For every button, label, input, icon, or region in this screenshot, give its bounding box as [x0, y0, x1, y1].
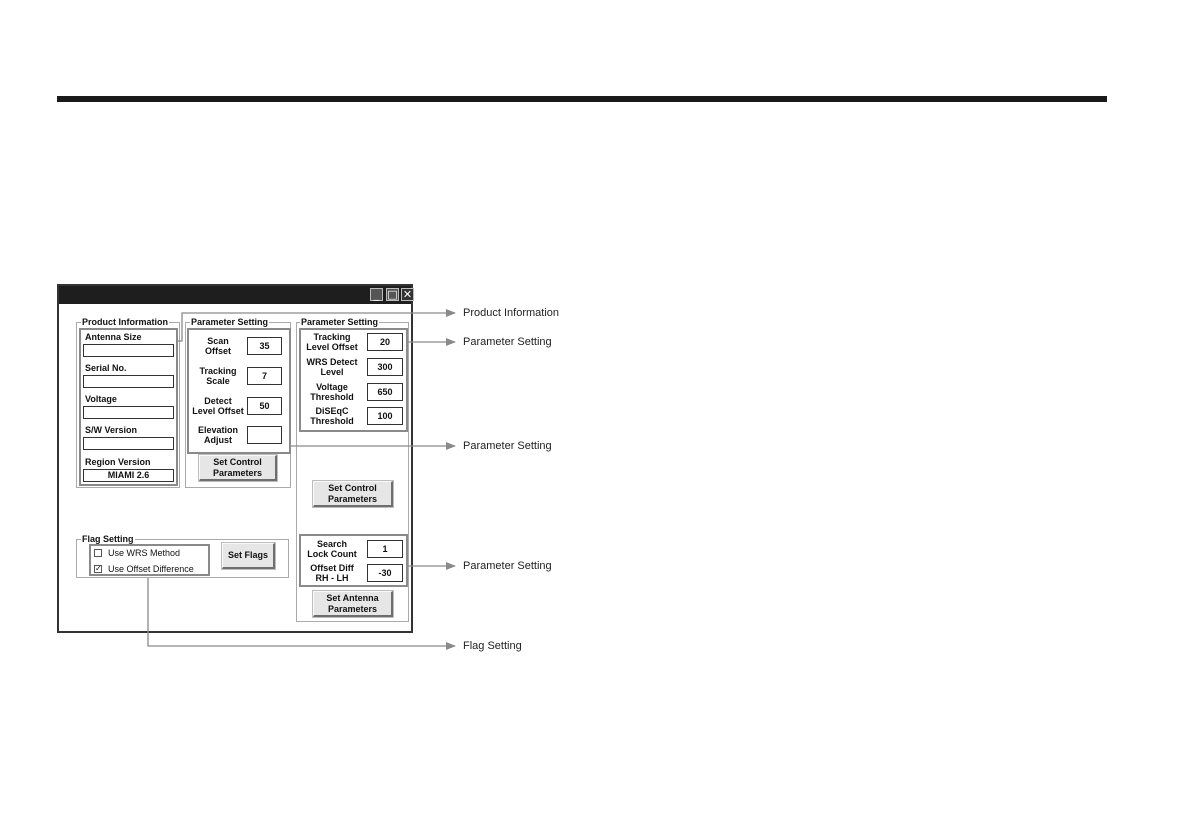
serial-no-label: Serial No.	[85, 363, 127, 373]
callout-product-information: Product Information	[463, 307, 559, 319]
flag-setting-group	[76, 539, 289, 578]
flag-options-highlight	[89, 544, 210, 576]
use-offset-label: Use Offset Difference	[108, 564, 194, 574]
use-wrs-checkbox[interactable]	[94, 549, 102, 557]
voltage-label: Voltage	[85, 394, 117, 404]
param-setting-left-title: Parameter Setting	[190, 317, 270, 327]
scan-offset-field[interactable]: 35	[247, 337, 282, 355]
set-flags-button[interactable]: Set Flags	[222, 543, 275, 569]
param-setting-right-highlight	[299, 328, 408, 432]
region-version-field[interactable]: MIAMI 2.6	[83, 469, 174, 482]
callout-parameter-setting-3: Parameter Setting	[463, 560, 552, 572]
maximize-icon[interactable]: □	[386, 288, 399, 301]
voltage-threshold-field[interactable]: 650	[367, 383, 403, 401]
detect-level-offset-field[interactable]: 50	[247, 397, 282, 415]
voltage-field[interactable]	[83, 406, 174, 419]
configuration-window: _ □ ✕ Product Information Antenna Size S…	[57, 284, 414, 633]
antenna-size-label: Antenna Size	[85, 332, 142, 342]
callout-parameter-setting-1: Parameter Setting	[463, 336, 552, 348]
sw-version-field[interactable]	[83, 437, 174, 450]
callout-line-flag-setting	[147, 578, 456, 650]
use-wrs-label: Use WRS Method	[108, 548, 181, 558]
callout-line-product-information	[178, 309, 456, 342]
product-info-title: Product Information	[81, 317, 169, 327]
header-rule	[57, 96, 1107, 102]
elevation-adjust-field[interactable]	[247, 426, 282, 444]
region-version-label: Region Version	[85, 457, 151, 467]
antenna-size-field[interactable]	[83, 344, 174, 357]
wrs-detect-level-field[interactable]: 300	[367, 358, 403, 376]
offset-diff-field[interactable]: -30	[367, 564, 403, 582]
callout-parameter-setting-2: Parameter Setting	[463, 440, 552, 452]
close-icon[interactable]: ✕	[401, 288, 414, 301]
serial-no-field[interactable]	[83, 375, 174, 388]
flag-setting-title: Flag Setting	[81, 534, 135, 544]
param-setting-right-title: Parameter Setting	[300, 317, 380, 327]
param-setting-left-highlight	[187, 328, 291, 454]
diseqc-threshold-field[interactable]: 100	[367, 407, 403, 425]
product-info-highlight	[79, 328, 178, 486]
search-lock-count-field[interactable]: 1	[367, 540, 403, 558]
callout-flag-setting: Flag Setting	[463, 640, 522, 652]
antenna-params-highlight	[299, 534, 408, 587]
minimize-icon[interactable]: _	[370, 288, 383, 301]
use-offset-checkbox[interactable]: ✓	[94, 564, 102, 573]
sw-version-label: S/W Version	[85, 425, 138, 435]
window-titlebar[interactable]: _ □ ✕	[59, 286, 414, 304]
tracking-level-offset-field[interactable]: 20	[367, 333, 403, 351]
tracking-scale-field[interactable]: 7	[247, 367, 282, 385]
